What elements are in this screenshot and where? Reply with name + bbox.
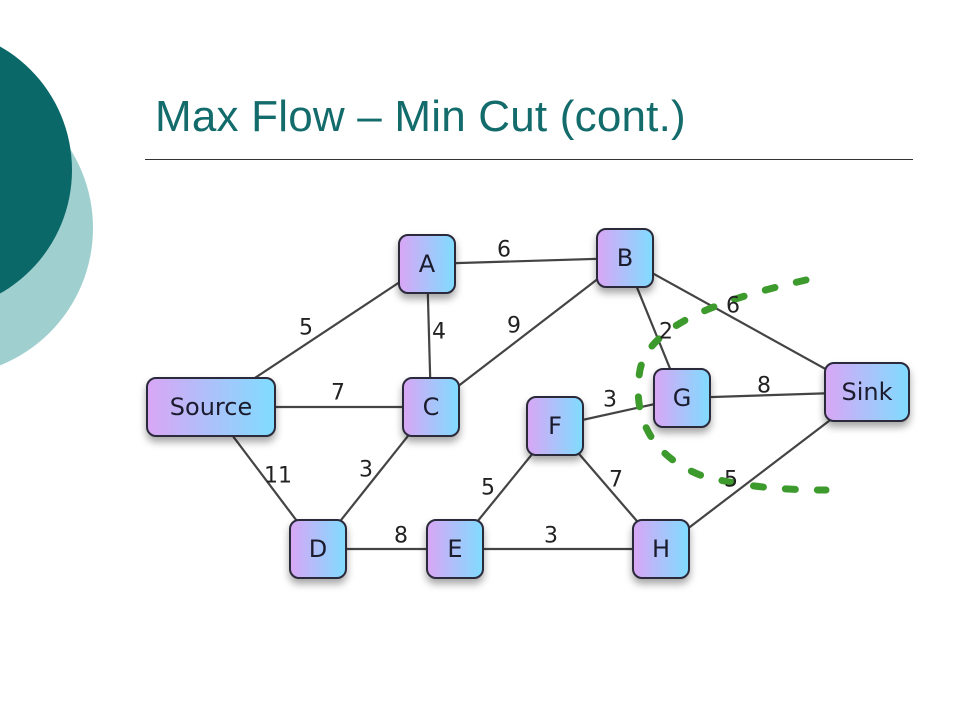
edge-capacity-h-sink: 5 [724,468,738,493]
node-label-source: Source [170,393,252,421]
edge-capacity-b-sink: 6 [726,294,740,319]
edge-capacity-c-b: 9 [507,314,521,339]
node-source: Source [146,377,276,437]
node-box-g [653,368,711,428]
edge-capacity-e-f: 5 [481,476,495,501]
node-c: C [402,377,460,437]
node-a: A [398,234,456,294]
node-box-b [596,228,654,288]
node-box-a [398,234,456,294]
node-g: G [653,368,711,428]
edge-capacity-source-a: 5 [299,316,313,341]
edge-capacity-source-c: 7 [331,381,345,406]
edge-capacity-labels: 6 5 4 9 2 6 7 3 8 11 3 5 7 5 8 3 [264,238,771,549]
node-b: B [596,228,654,288]
edge-c-b [430,257,626,408]
edge-capacity-f-h: 7 [609,468,623,493]
node-e: E [426,519,484,579]
node-label-b: B [617,244,633,272]
edge-capacity-e-h: 3 [544,524,558,549]
node-label-e: E [447,535,462,563]
node-label-h: H [652,535,670,563]
edge-capacity-d-c: 3 [359,458,373,483]
slide-title: Max Flow – Min Cut (cont.) [155,92,686,141]
decorative-circle-dark [0,46,72,294]
node-label-a: A [419,250,436,278]
title-divider [145,159,913,160]
node-sink: Sink [824,362,910,422]
node-box-c [402,377,460,437]
node-label-g: G [673,384,692,412]
edge-capacity-d-e: 8 [394,524,408,549]
edge-a-b [426,256,626,266]
node-box-source [146,377,276,437]
node-box-d [289,519,347,579]
node-f: F [526,396,584,456]
node-box-sink [824,362,910,422]
edge-capacity-f-g: 3 [603,388,617,413]
node-label-sink: Sink [841,378,892,406]
min-cut [634,276,830,494]
edge-capacity-a-c: 4 [432,320,446,345]
nodes: Source A B C D E F G H Sink [146,228,910,579]
edge-capacity-source-d: 11 [264,464,292,489]
min-cut-line [634,276,830,494]
node-box-f [526,396,584,456]
node-label-f: F [548,412,562,440]
edge-capacity-b-g: 2 [659,320,673,345]
node-d: D [289,519,347,579]
node-label-c: C [423,393,440,421]
edge-capacity-g-sink: 8 [757,374,771,399]
node-label-d: D [309,535,327,563]
node-box-e [426,519,484,579]
node-h: H [632,519,690,579]
edge-capacity-a-b: 6 [497,238,511,263]
node-box-h [632,519,690,579]
